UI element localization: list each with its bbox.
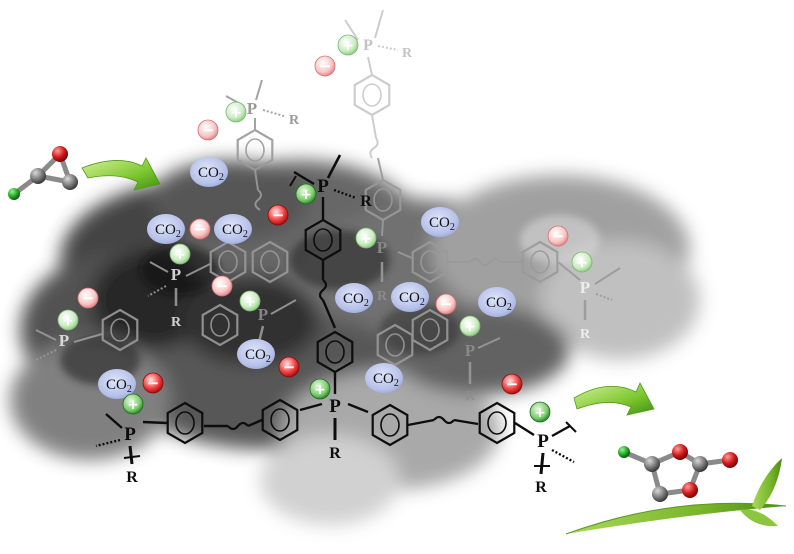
co2-bubble: CO2 [98,369,136,399]
svg-text:P: P [171,265,181,284]
co2-bubble: CO2 [214,214,252,244]
co2-bubble: CO2 [365,363,403,393]
svg-text:R: R [402,46,413,61]
svg-text:P: P [377,238,387,257]
svg-text:CO2: CO2 [155,222,181,240]
svg-text:R: R [465,389,476,404]
svg-text:P: P [329,396,341,417]
svg-text:CO2: CO2 [399,290,425,308]
svg-text:P: P [124,424,136,445]
svg-text:R: R [329,445,341,462]
faded-cation [337,34,359,56]
svg-text:P: P [363,37,373,54]
co2-bubble: CO2 [237,339,275,369]
smoke-cloud-icon [10,160,700,525]
svg-text:CO2: CO2 [222,222,248,240]
svg-text:CO2: CO2 [106,377,132,395]
svg-text:R: R [360,193,372,210]
faded-anion [314,55,336,77]
co2-bubble: CO2 [147,214,185,244]
svg-text:CO2: CO2 [343,291,369,309]
svg-text:R: R [580,327,591,342]
foreground-polymer-chain: P R P R P R P [95,154,577,496]
svg-text:R: R [171,315,182,330]
cyclic-carbonate-molecule-icon [618,444,738,502]
svg-text:R: R [377,289,388,304]
svg-text:R: R [535,479,547,496]
svg-text:P: P [317,176,329,197]
svg-text:P: P [537,431,549,452]
svg-text:CO2: CO2 [429,215,455,233]
svg-text:P: P [465,341,475,360]
svg-text:P: P [59,331,69,350]
epoxide-molecule-icon [8,146,78,200]
co2-bubble: CO2 [391,282,429,312]
green-arrow-icon [81,157,161,191]
svg-text:P: P [580,278,590,297]
co2-bubble: CO2 [421,207,459,237]
svg-text:CO2: CO2 [486,295,512,313]
co2-bubble: CO2 [478,287,516,317]
svg-text:R: R [289,113,300,128]
svg-text:CO2: CO2 [245,347,271,365]
svg-text:CO2: CO2 [198,165,224,183]
svg-text:CO2: CO2 [373,371,399,389]
svg-text:P: P [247,99,257,118]
faded-polymer-branch: P R [344,9,413,159]
co2-bubble: CO2 [190,157,228,187]
leaf-icon [565,458,787,535]
co2-bubble: CO2 [335,283,373,313]
svg-text:R: R [126,469,138,486]
svg-text:P: P [258,305,268,324]
co2-bubbles: CO2 CO2 CO2 CO2 CO2 CO2 CO2 CO2 CO2 CO2 [98,157,516,399]
green-arrow-icon [573,382,655,416]
